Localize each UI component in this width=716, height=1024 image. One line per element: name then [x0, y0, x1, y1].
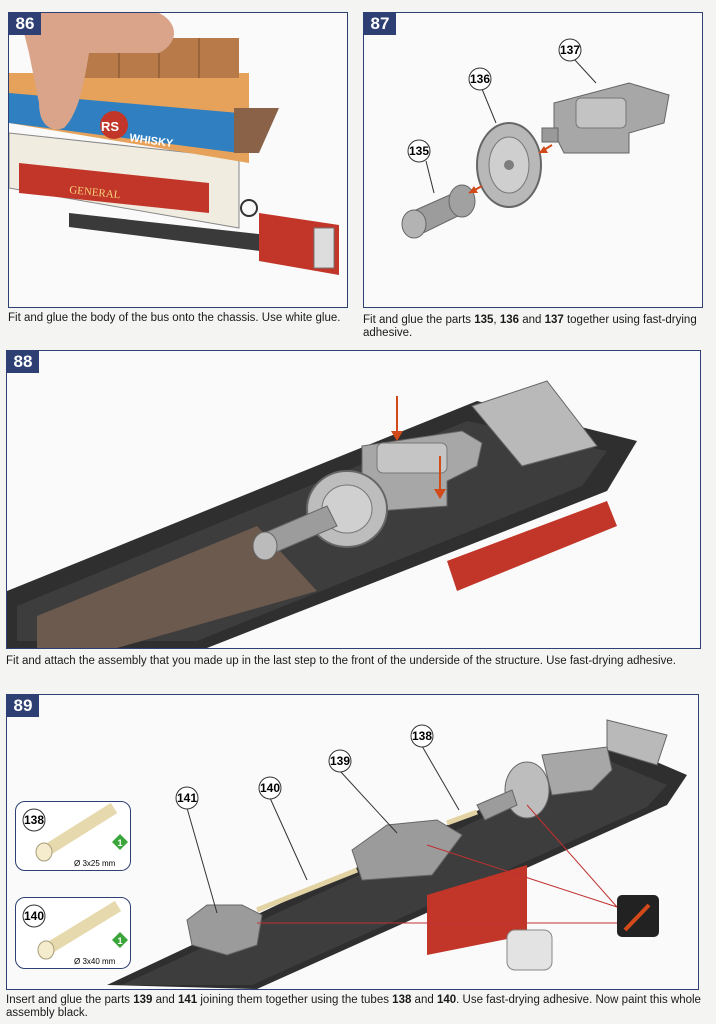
card-138-part: 138 [24, 813, 44, 827]
bus-body-illustration: GENERAL WHISKY RS [9, 13, 347, 307]
sign-rs: RS [101, 119, 119, 134]
chassis-assembly-illustration [7, 351, 700, 648]
step-88-caption: Fit and attach the assembly that you mad… [6, 655, 706, 668]
tube-140-spec-card: 140 1 Ø 3x40 mm [15, 897, 131, 969]
label-135: 135 [409, 144, 429, 158]
card-138-badge: 1 [117, 838, 122, 848]
step-89-panel: 141 140 139 138 89 138 1 Ø 3x25 mm 140 1… [6, 694, 699, 990]
card-140-part: 140 [24, 909, 44, 923]
step-86-panel: GENERAL WHISKY RS 86 [8, 12, 348, 308]
step-87-caption: Fit and glue the parts 135, 136 and 137 … [363, 314, 713, 339]
step-88-panel: 88 [6, 350, 701, 649]
step-87-panel: 135 136 137 87 [363, 12, 703, 308]
card-140-badge: 1 [117, 936, 122, 946]
step-89-number: 89 [7, 695, 39, 717]
card-138-size: Ø 3x25 mm [74, 859, 116, 868]
card-140-size: Ø 3x40 mm [74, 957, 116, 966]
step-86-number: 86 [9, 13, 41, 35]
label-139: 139 [330, 754, 350, 768]
step-89-caption: Insert and glue the parts 139 and 141 jo… [6, 994, 712, 1019]
label-138: 138 [412, 729, 432, 743]
tube-138-spec-card: 138 1 Ø 3x25 mm [15, 801, 131, 871]
step-87-number: 87 [364, 13, 396, 35]
step-86-caption: Fit and glue the body of the bus onto th… [8, 312, 348, 325]
label-140: 140 [260, 781, 280, 795]
step-88-number: 88 [7, 351, 39, 373]
parts-135-137-illustration: 135 136 137 [364, 13, 702, 307]
label-136: 136 [470, 72, 490, 86]
label-137: 137 [560, 43, 580, 57]
label-141: 141 [177, 791, 197, 805]
